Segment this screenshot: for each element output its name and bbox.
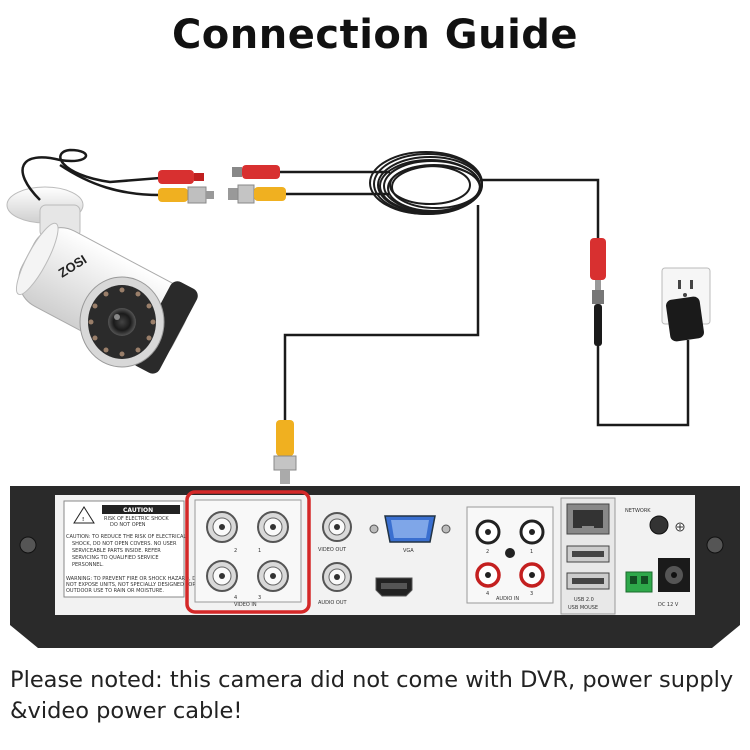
- video-out-label: VIDEO OUT: [318, 547, 347, 553]
- security-camera: ZOSI: [6, 186, 198, 374]
- video-out-port[interactable]: [322, 512, 352, 542]
- vga-port[interactable]: [369, 515, 451, 543]
- extension-power-connector: [232, 165, 280, 179]
- caution-line-2: DO NOT OPEN: [110, 522, 146, 528]
- usb-port-1[interactable]: [566, 545, 610, 563]
- usb-label: USB 2.0: [574, 597, 594, 603]
- dc-power-connector: [590, 238, 606, 346]
- wall-outlet-with-adapter: [661, 267, 711, 342]
- audio-port-label-1: 1: [530, 549, 533, 555]
- camera-power-connector: [158, 170, 204, 184]
- dvr-recorder: ! CAUTION RISK OF ELECTRIC SHOCK DO NOT …: [10, 486, 740, 648]
- warning2-line-3: OUTDOOR USE TO RAIN OR MOISTURE.: [66, 588, 164, 594]
- network-label: NETWORK: [625, 508, 651, 514]
- rca-port-4[interactable]: [475, 562, 501, 588]
- bnc-port-4[interactable]: [206, 560, 238, 592]
- dvr-bnc-connector: [273, 420, 297, 484]
- video-port-label-3: 3: [258, 595, 261, 601]
- camera-pigtail: [21, 148, 161, 201]
- usb-port-2[interactable]: [566, 572, 610, 590]
- dc-power-port[interactable]: [658, 558, 690, 592]
- video-port-label-4: 4: [234, 595, 237, 601]
- power-label: DC 12 V: [658, 602, 679, 608]
- page-title: Connection Guide: [171, 12, 579, 58]
- rca-port-1[interactable]: [519, 519, 545, 545]
- usb-sublabel: USB MOUSE: [568, 605, 598, 611]
- disclaimer-note: Please noted: this camera did not come w…: [10, 667, 734, 724]
- audio-out-port[interactable]: [322, 562, 352, 592]
- caution-line-1: RISK OF ELECTRIC SHOCK: [104, 516, 169, 522]
- audio-port-label-4: 4: [486, 591, 489, 597]
- caution-heading: CAUTION: [123, 507, 153, 514]
- warning2-line-1: WARNING: TO PREVENT FIRE OR SHOCK HAZARD…: [66, 576, 200, 582]
- ir-leds: [88, 287, 156, 357]
- warning-line-4: SERVICING TO QUALIFIED SERVICE: [72, 555, 158, 561]
- bnc-port-2[interactable]: [206, 511, 238, 543]
- network-usb-block: USB 2.0 USB MOUSE: [560, 497, 616, 615]
- rca-port-2[interactable]: [475, 519, 501, 545]
- audio-in-ports: 2 1 4 3 AUDIO IN: [466, 506, 554, 604]
- vga-label: VGA: [403, 548, 414, 554]
- ground-screw-icon: [649, 515, 685, 535]
- rca-port-3[interactable]: [519, 562, 545, 588]
- video-in-ports: 2 1 4 3 VIDEO IN: [194, 499, 302, 608]
- warning2-line-2: NOT EXPOSE UNITS, NOT SPECIALLY DESIGNED…: [66, 582, 196, 588]
- video-port-label-1: 1: [258, 548, 261, 554]
- audio-out-label: AUDIO OUT: [318, 600, 348, 606]
- warning-line-2: SHOCK, DO NOT OPEN COVERS. NO USER: [72, 541, 177, 547]
- camera-lens: [108, 308, 136, 336]
- warning-line-3: SERVICEABLE PARTS INSIDE. REFER: [72, 548, 161, 554]
- video-port-label-2: 2: [234, 548, 237, 554]
- ethernet-port[interactable]: [566, 503, 610, 535]
- warning-label: ! CAUTION RISK OF ELECTRIC SHOCK DO NOT …: [63, 500, 200, 598]
- svg-text:!: !: [82, 517, 84, 523]
- audio-in-label: AUDIO IN: [496, 596, 519, 602]
- alarm-terminal-block: [625, 571, 653, 593]
- audio-port-label-2: 2: [486, 549, 489, 555]
- warning-line-1: CAUTION: TO REDUCE THE RISK OF ELECTRICA…: [66, 534, 186, 540]
- bnc-port-1[interactable]: [257, 511, 289, 543]
- power-run-cable: [480, 178, 600, 240]
- adapter-cable: [596, 340, 690, 427]
- extension-bnc-connector: [228, 184, 286, 204]
- coiled-cable: [369, 151, 483, 215]
- video-in-highlight: [185, 490, 311, 614]
- hdmi-port[interactable]: [375, 577, 413, 597]
- audio-port-label-3: 3: [530, 591, 533, 597]
- video-in-label: VIDEO IN: [234, 602, 257, 608]
- bnc-port-3[interactable]: [257, 560, 289, 592]
- warning-line-5: PERSONNEL.: [72, 562, 104, 568]
- video-run-cable: [283, 205, 480, 420]
- camera-bnc-connector: [158, 186, 214, 204]
